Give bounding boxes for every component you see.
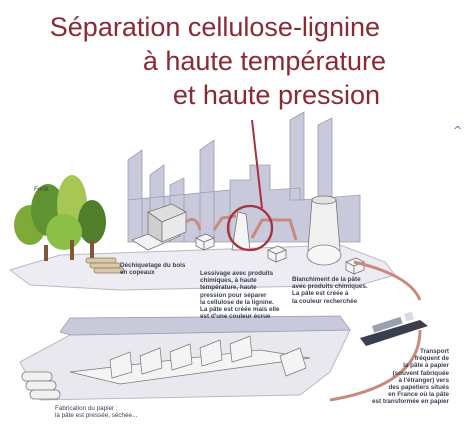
label-fabrication: Fabrication du papier : la pâte est pres…	[55, 405, 138, 420]
forest-trees	[14, 175, 106, 261]
log-pile	[85, 257, 125, 274]
title-line-3: et haute pression	[172, 80, 380, 110]
label-dechiquetage: Déchiquetage du bois en copeaux	[120, 262, 186, 277]
callout-line	[251, 119, 263, 209]
scroll-up-caret-icon[interactable]: ^	[453, 124, 463, 137]
paper-mill-wall	[59, 315, 351, 336]
process-arrows	[185, 214, 422, 402]
label-blanchiment: Blanchiment de la pâte avec produits chi…	[292, 276, 368, 305]
chipper-machine	[131, 203, 187, 251]
label-lessivage: Lessivage avec produits chimiques, à hau…	[200, 270, 280, 321]
highlight-circle	[226, 204, 274, 252]
cargo-ship	[360, 311, 428, 346]
label-foret: Forêt	[34, 186, 49, 193]
factory-silhouette	[127, 111, 361, 243]
title-line-1: Séparation cellulose-lignine	[49, 12, 380, 42]
title-line-2: à haute température	[142, 46, 386, 76]
label-transport: Transport fréquent de la pâte à papier (…	[372, 348, 449, 406]
pulp-boxes	[195, 233, 365, 275]
bleaching-tower	[306, 195, 342, 266]
paper-machine	[69, 335, 311, 385]
paper-rolls	[21, 371, 61, 400]
